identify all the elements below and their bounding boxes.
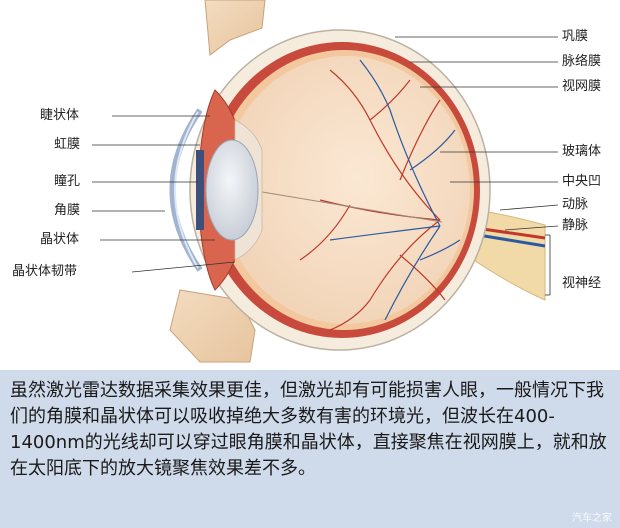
lens-shape (205, 139, 259, 241)
label-ciliary-body: 睫状体 (40, 108, 80, 123)
iris-shape (196, 150, 204, 230)
label-vitreous: 玻璃体 (562, 144, 602, 159)
label-optic-nerve: 视神经 (562, 276, 602, 291)
label-lens: 晶状体 (40, 232, 80, 247)
eye-anatomy-illustration (92, 0, 559, 363)
label-cornea: 角膜 (54, 203, 81, 218)
label-fovea: 中央凹 (562, 174, 602, 189)
label-pupil: 瞳孔 (54, 174, 81, 189)
label-retina: 视网膜 (562, 79, 602, 94)
orbit-bone-top (204, 0, 266, 56)
caption-panel: 虽然激光雷达数据采集效果更佳，但激光却有可能损害人眼，一般情况下我们的角膜和晶状… (0, 370, 620, 528)
label-sclera: 巩膜 (562, 29, 589, 44)
label-artery: 动脉 (562, 197, 589, 212)
label-choroid: 脉络膜 (562, 54, 602, 69)
label-iris: 虹膜 (54, 137, 81, 152)
label-vein: 静脉 (562, 218, 589, 233)
watermark: 汽车之家 (572, 513, 612, 524)
label-zonule: 晶状体韧带 (12, 264, 78, 279)
eye-diagram: 睫状体 虹膜 瞳孔 角膜 晶状体 晶状体韧带 巩膜 脉络膜 视网膜 玻璃体 中央… (12, 0, 602, 363)
caption-text: 虽然激光雷达数据采集效果更佳，但激光却有可能损害人眼，一般情况下我们的角膜和晶状… (10, 380, 607, 479)
